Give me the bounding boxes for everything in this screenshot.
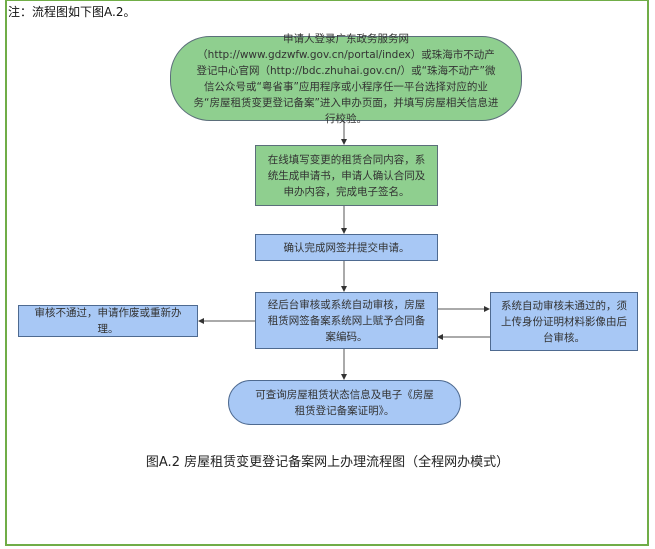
node-rejected-text: 审核不通过，申请作废或重新办理。 [34,307,182,335]
figure-caption: 图A.2 房屋租赁变更登记备案网上办理流程图（全程网办模式） [145,455,510,470]
node-fill-contract: 在线填写变更的租赁合同内容，系统生成申请书，申请人确认合同及申办内容，完成电子签… [255,145,438,206]
node-manual-review: 系统自动审核未通过的，须上传身份证明材料影像由后台审核。 [490,292,638,351]
node-start: 申请人登录广东政务服务网（http://www.gdzwfw.gov.cn/po… [170,33,522,125]
node-confirm-submit: 确认完成网签并提交申请。 [255,234,438,261]
node-end-text: 可查询房屋租赁状态信息及电子《房屋租赁登记备案证明》。 [255,388,434,417]
node-review: 经后台审核或系统自动审核，房屋租赁网签备案系统网上赋予合同备案编码。 [255,292,438,349]
node-manual-review-text: 系统自动审核未通过的，须上传身份证明材料影像由后台审核。 [501,299,627,344]
note-text: 注：流程图如下图A.2。 [8,5,136,19]
figure-frame [5,0,649,546]
node-start-text: 申请人登录广东政务服务网（http://www.gdzwfw.gov.cn/po… [193,32,499,125]
node-review-text: 经后台审核或系统自动审核，房屋租赁网签备案系统网上赋予合同备案编码。 [267,298,426,343]
node-confirm-submit-text: 确认完成网签并提交申请。 [283,241,410,254]
node-fill-contract-text: 在线填写变更的租赁合同内容，系统生成申请书，申请人确认合同及申办内容，完成电子签… [267,153,426,198]
node-rejected: 审核不通过，申请作废或重新办理。 [18,305,198,337]
node-end: 可查询房屋租赁状态信息及电子《房屋租赁登记备案证明》。 [228,380,461,425]
